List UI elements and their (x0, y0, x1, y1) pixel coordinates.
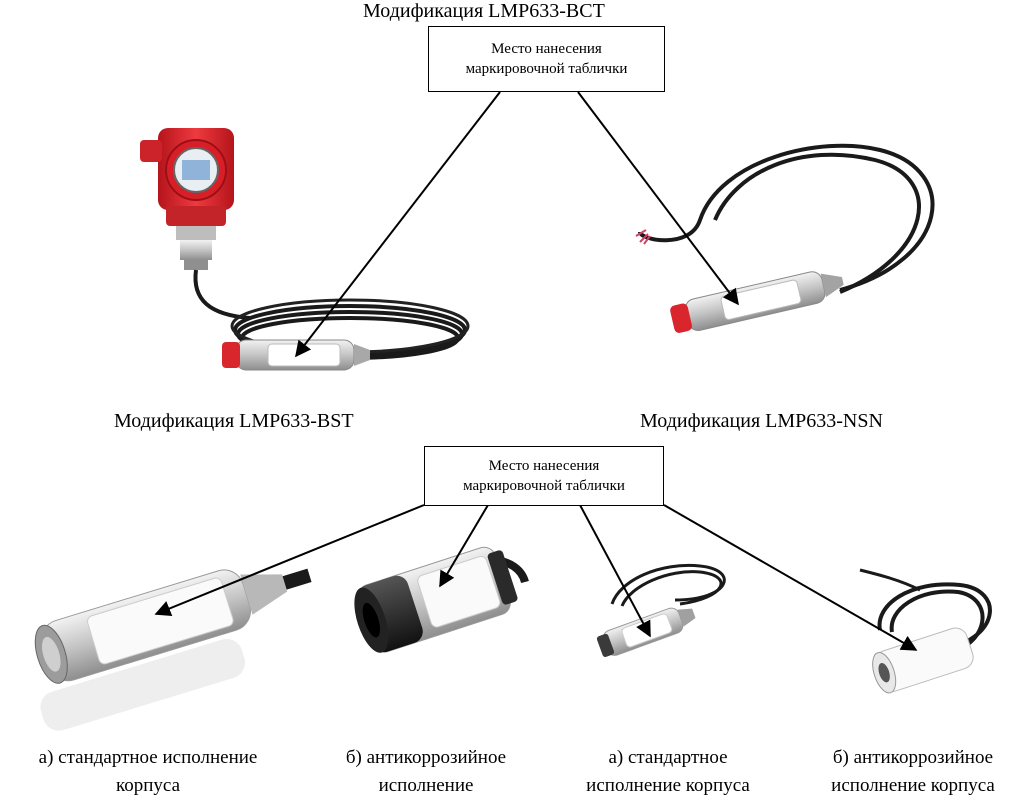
callout-top-line-2: маркировочной таблички (465, 61, 628, 77)
caption-nsn-anticorrosion: б) антикоррозийное исполнение корпуса (800, 744, 1026, 800)
callout-bottom-line-2: маркировочной таблички (463, 478, 625, 494)
device-nsn-standard (596, 563, 726, 657)
caption-line: исполнение (378, 775, 474, 796)
device-bst-standard (34, 568, 312, 731)
leader-arrows-top (295, 91, 739, 358)
device-bst-anticorrosion (354, 546, 529, 653)
caption-nsn-standard: а) стандартное исполнение корпуса (556, 744, 780, 800)
caption-line: а) стандартное (608, 747, 728, 768)
device-bct-probe (635, 143, 935, 333)
caption-line: а) стандартное исполнение (38, 747, 258, 768)
leader-arrows-bottom (154, 504, 918, 651)
caption-line: б) антикоррозийное (345, 747, 507, 768)
device-nsn-anticorrosion (859, 568, 992, 694)
device-bct-transmitter (140, 128, 470, 371)
label-location-callout-bottom: Место нанесения маркировочной таблички (424, 446, 664, 506)
caption-line: исполнение корпуса (586, 775, 750, 796)
caption-line: б) антикоррозийное (832, 747, 994, 768)
title-bct: Модификация LMP633-BCT (363, 0, 605, 22)
caption-line: корпуса (115, 775, 181, 796)
label-location-callout-top: Место нанесения маркировочной таблички (428, 26, 665, 92)
title-bst: Модификация LMP633-BST (114, 410, 354, 432)
callout-bottom-line-1: Место нанесения (488, 458, 600, 474)
callout-top-line-1: Место нанесения (491, 41, 602, 57)
caption-bst-standard: а) стандартное исполнение корпуса (0, 744, 296, 800)
caption-line: исполнение корпуса (831, 775, 995, 796)
title-nsn: Модификация LMP633-NSN (640, 410, 883, 432)
caption-bst-anticorrosion: б) антикоррозийное исполнение (312, 744, 540, 800)
